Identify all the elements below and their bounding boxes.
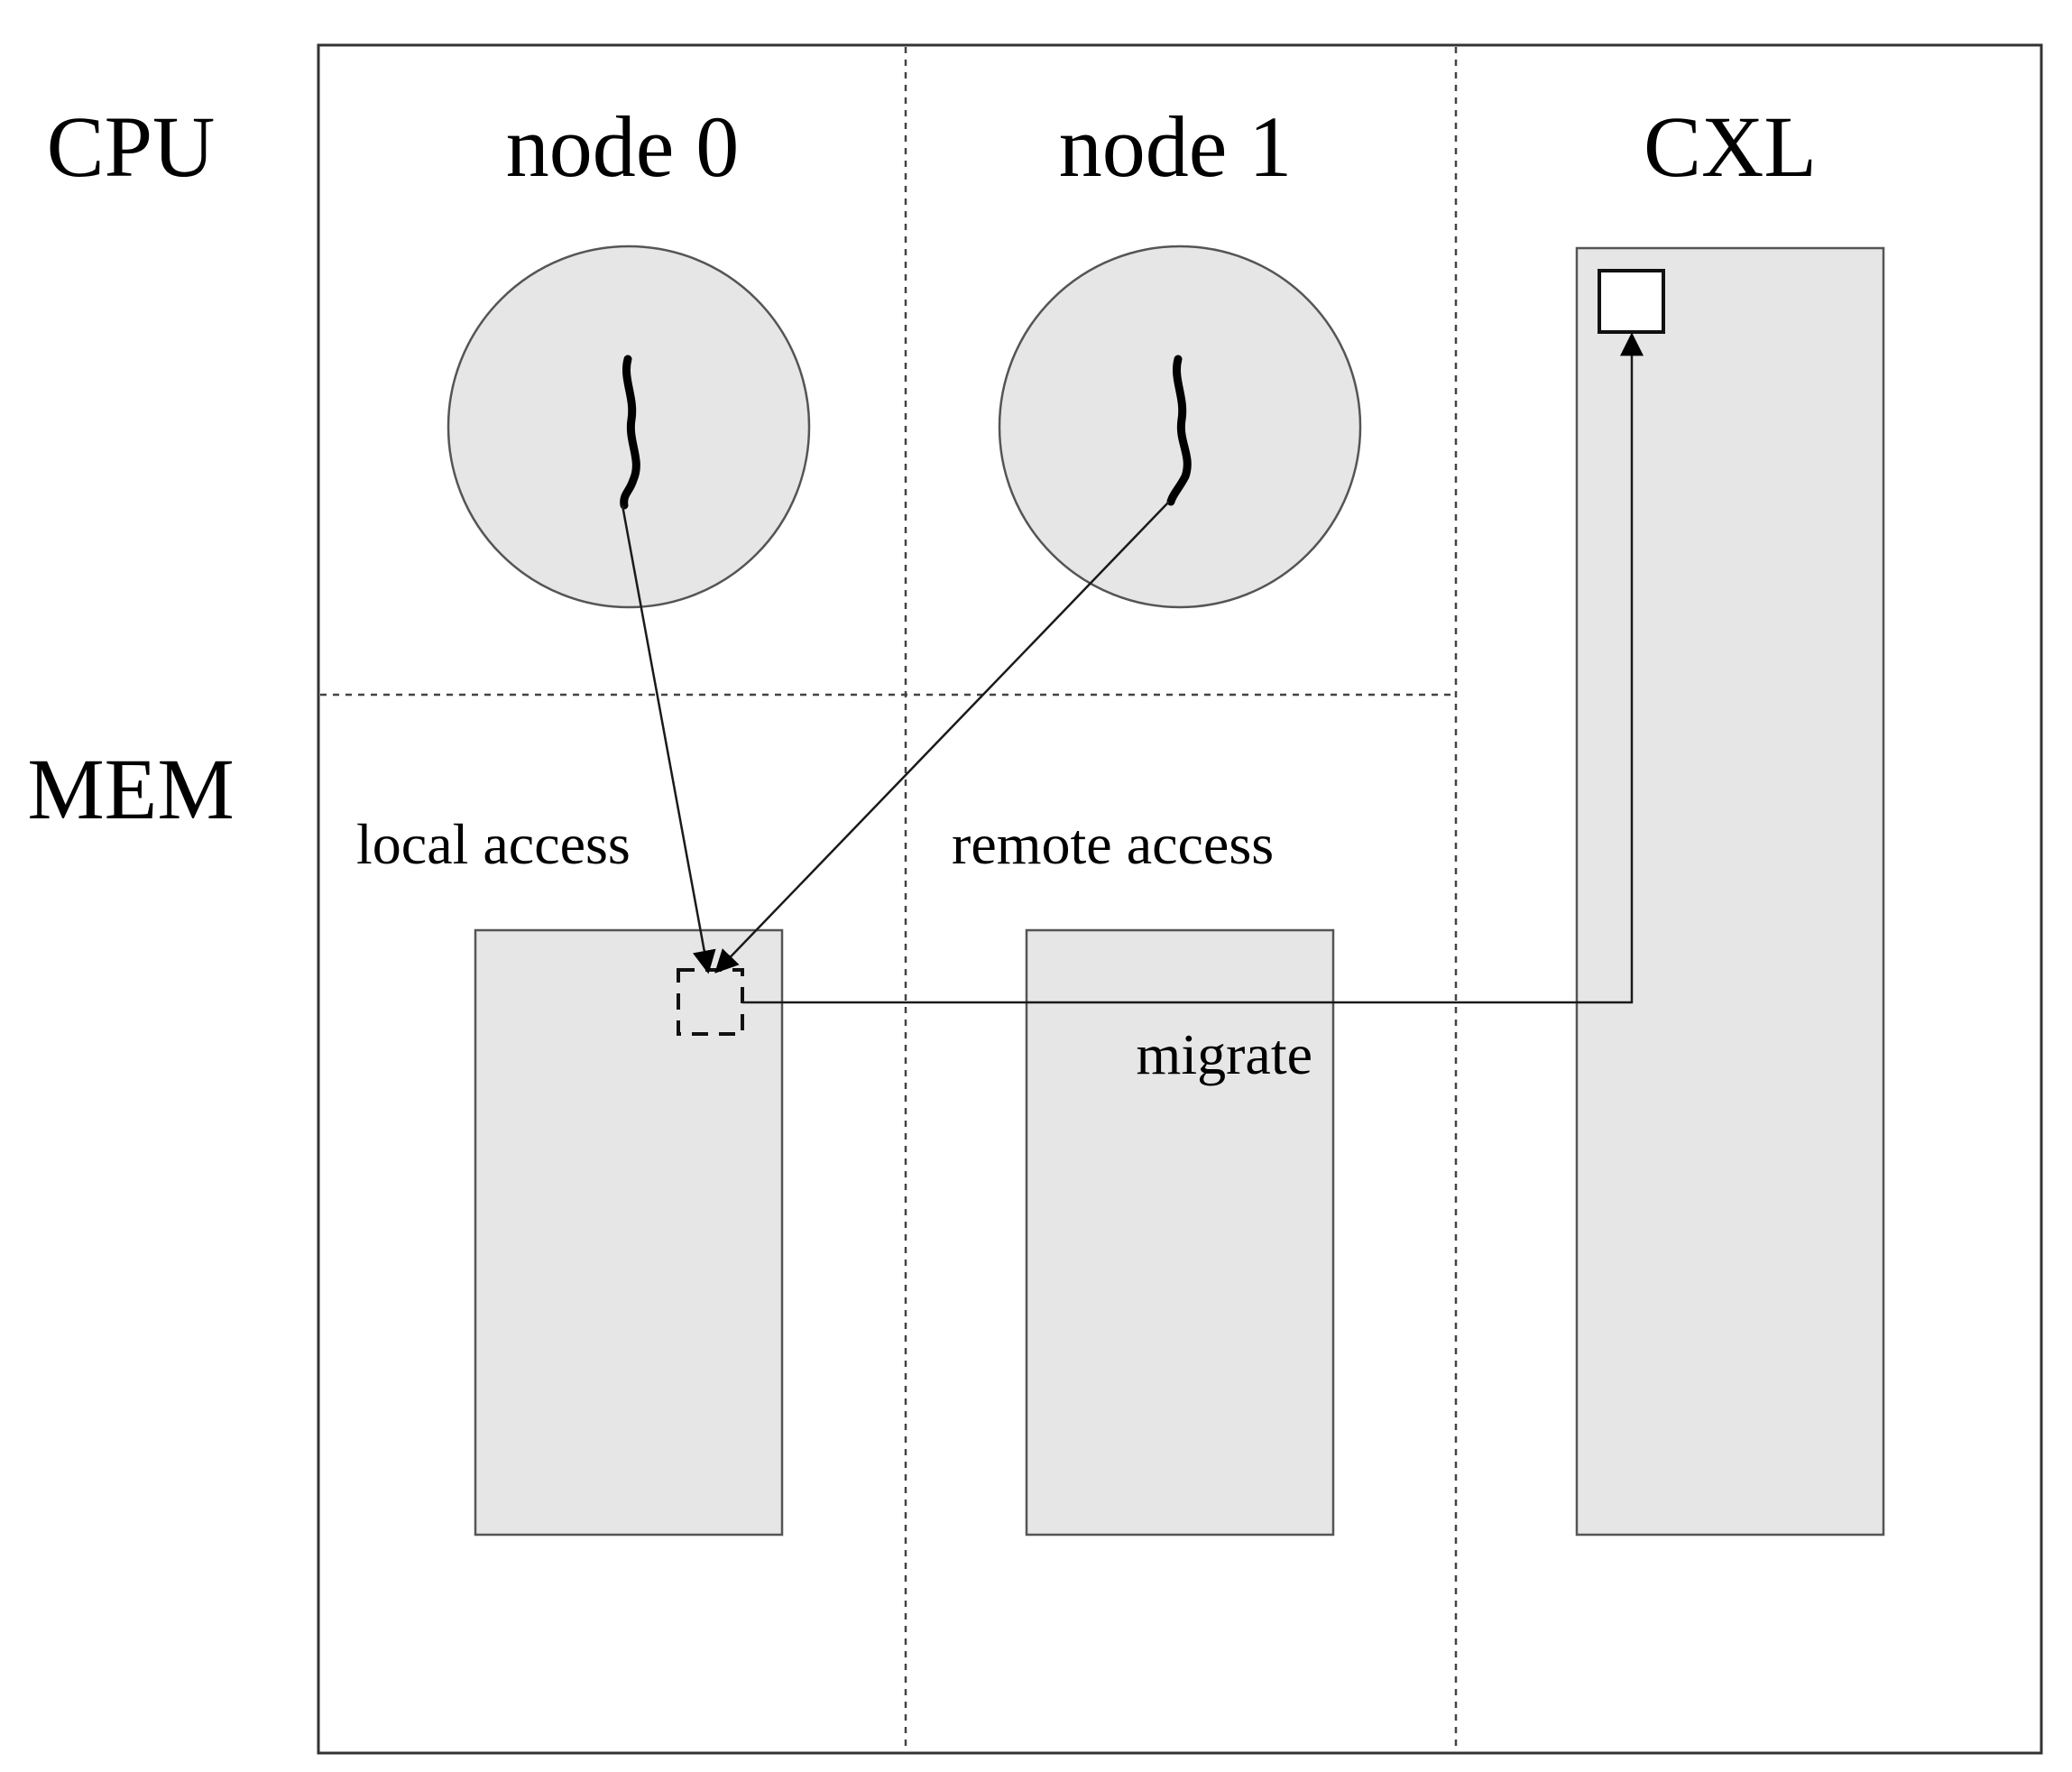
node0-header: node 0 — [506, 98, 740, 195]
thread-icon — [1166, 355, 1192, 506]
cxl-memory-bank — [1575, 246, 1885, 1537]
node1-cpu — [998, 245, 1362, 609]
local-access-label: local access — [356, 812, 631, 876]
local-access-arrow — [621, 504, 716, 974]
migrate-label: migrate — [1137, 1022, 1312, 1086]
mem-row-label: MEM — [27, 741, 234, 837]
migrate-arrow — [742, 332, 1644, 1004]
thread-icon — [620, 355, 640, 510]
cxl-header: CXL — [1644, 98, 1817, 195]
remote-access-label: remote access — [952, 812, 1274, 876]
remote-access-arrow — [714, 501, 1170, 974]
cxl-page — [1598, 269, 1665, 334]
node0-page-dashed — [677, 968, 744, 1036]
node1-memory-bank — [1025, 928, 1335, 1537]
node0-cpu — [447, 245, 811, 609]
node1-header: node 1 — [1059, 98, 1293, 195]
outer-frame — [317, 43, 2043, 1755]
cpu-row-label: CPU — [47, 98, 216, 195]
